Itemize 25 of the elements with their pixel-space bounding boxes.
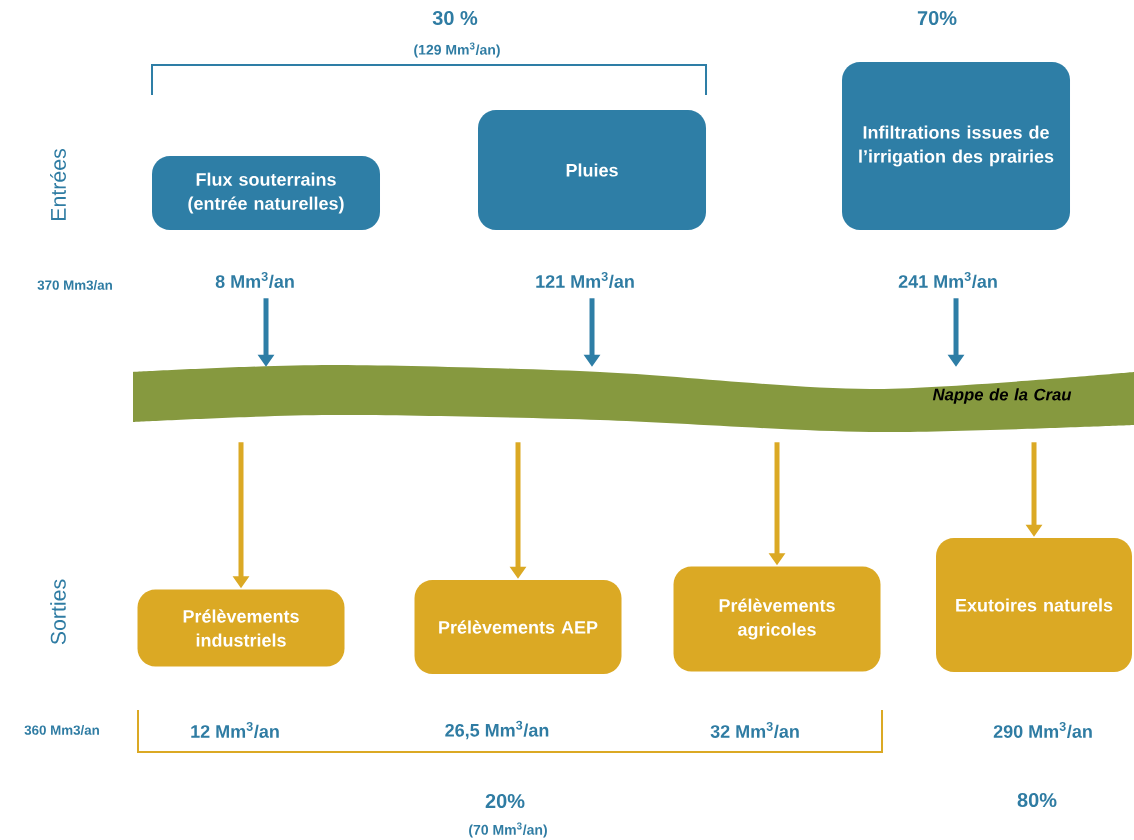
amount-label: 290 Mm$^{3}$/an	[993, 721, 1092, 739]
flow-box: Flux souterrains (entrée naturelles)	[152, 156, 380, 230]
amount-label: 26,5 Mm$^{3}$/an	[445, 720, 549, 740]
amount-label: 8 Mm$^{3}$/an	[215, 271, 294, 289]
total-label: (70 Mm$^{3}$/an)	[469, 822, 547, 838]
percent-label: 30 %	[432, 10, 478, 26]
amount-label: 32 Mm$^{3}$/an	[710, 721, 799, 739]
percent-label: 80%	[1017, 792, 1057, 808]
aquifer-band: Nappe de la Crau	[133, 365, 1134, 432]
flow-box: Prélèvements industriels	[137, 589, 345, 667]
total-label: 370 Mm3/an	[37, 280, 112, 290]
flow-box: Exutoires naturels	[936, 538, 1132, 672]
amount-label: 121 Mm$^{3}$/an	[536, 271, 634, 289]
total-label: (129 Mm$^{3}$/an)	[414, 42, 500, 58]
amount-label: 12 Mm$^{3}$/an	[191, 721, 279, 739]
percent-label: 70%	[917, 10, 957, 26]
section-label: Entrées	[50, 149, 66, 220]
flow-box: Pluies	[478, 110, 706, 230]
percent-label: 20%	[485, 793, 525, 809]
flow-box: Prélèvements agricoles	[673, 566, 881, 672]
section-label: Sorties	[50, 579, 66, 645]
flow-box: Prélèvements AEP	[414, 580, 622, 674]
amount-label: 241 Mm$^{3}$/an	[898, 271, 997, 289]
total-label: 360 Mm3/an	[24, 725, 99, 735]
flow-box: Infiltrations issues de l’irrigation des prairies	[842, 62, 1070, 230]
